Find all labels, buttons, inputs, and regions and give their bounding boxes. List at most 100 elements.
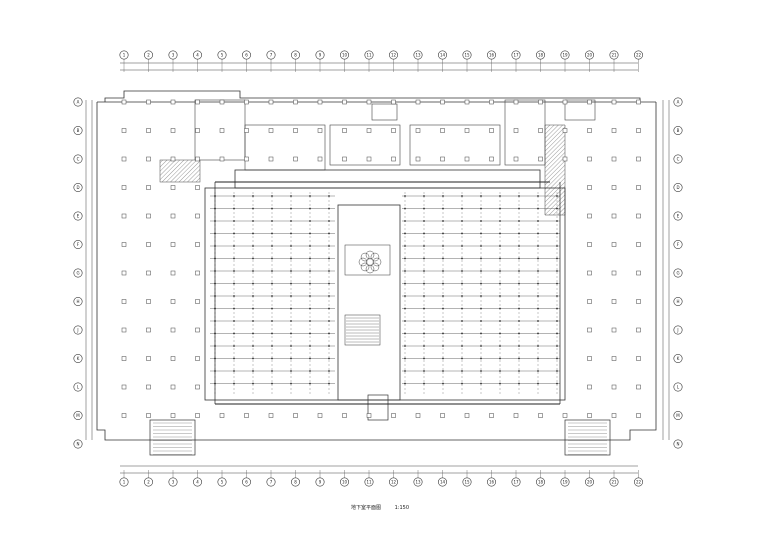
sprinkler-head — [442, 270, 444, 272]
structural-column — [489, 99, 494, 105]
column-axis-label: 6 — [245, 480, 248, 485]
structural-column — [195, 213, 200, 219]
sprinkler-head — [252, 257, 254, 260]
planter-petal — [370, 252, 380, 262]
row-axis-label: C — [77, 157, 80, 162]
sprinkler-head — [442, 245, 444, 247]
sprinkler-head — [518, 332, 520, 335]
column-axis-label: 12 — [391, 480, 397, 485]
column-axis-label: 7 — [270, 480, 273, 485]
column-axis-label: 2 — [147, 53, 150, 58]
structural-column — [636, 156, 641, 162]
drawing-title: 地下室平面图 — [350, 505, 381, 511]
sprinkler-head — [537, 382, 539, 385]
structural-column — [562, 156, 568, 162]
drawing-scale: 1:150 — [394, 505, 410, 511]
sprinkler-head — [556, 282, 558, 285]
row-axis-bubble — [73, 268, 83, 278]
sprinkler-head — [328, 282, 330, 285]
column-axis-label: 21 — [611, 53, 617, 58]
sprinkler-head — [480, 220, 482, 222]
sprinkler-head — [404, 295, 406, 297]
structural-column — [391, 413, 396, 418]
sprinkler-head — [328, 232, 330, 235]
structural-column — [538, 128, 543, 133]
sprinkler-head — [271, 295, 273, 297]
sprinkler-head — [518, 220, 520, 222]
sprinkler-head — [556, 307, 558, 310]
sprinkler-head — [461, 257, 463, 260]
sprinkler-head — [309, 307, 311, 310]
sprinkler-head — [309, 270, 311, 272]
sprinkler-head — [537, 257, 539, 260]
sprinkler-head — [290, 320, 292, 322]
structural-column — [464, 99, 470, 105]
sprinkler-head — [309, 257, 311, 260]
sprinkler-head — [480, 270, 482, 272]
sprinkler-head — [233, 195, 235, 197]
sprinkler-head — [309, 345, 311, 347]
sprinkler-head — [309, 382, 311, 385]
row-axis-bubble — [73, 353, 83, 363]
row-axis-bubble — [673, 126, 683, 136]
sprinkler-head — [556, 270, 558, 272]
sprinkler-head — [442, 195, 444, 197]
structural-column — [121, 99, 127, 105]
row-axis-label: H — [676, 299, 679, 304]
row-axis-bubble — [73, 325, 83, 335]
sprinkler-head — [537, 345, 539, 347]
sprinkler-head — [518, 195, 520, 197]
row-axis-bubble — [73, 97, 83, 107]
sprinkler-head — [556, 195, 558, 197]
row-axis-bubble — [673, 211, 683, 221]
structural-column — [317, 99, 323, 105]
sprinkler-head — [328, 370, 330, 372]
sprinkler-head — [271, 207, 273, 210]
column-axis-label: 13 — [415, 53, 421, 58]
sprinkler-head — [404, 207, 406, 210]
sprinkler-head — [518, 257, 520, 260]
structural-column — [489, 128, 494, 133]
sprinkler-head — [518, 370, 520, 372]
row-axis-bubble — [73, 183, 83, 193]
row-axis-bubble — [73, 439, 83, 449]
structural-column — [611, 413, 617, 418]
sprinkler-head — [271, 370, 273, 372]
structural-column — [170, 356, 176, 361]
structural-column — [562, 99, 568, 105]
structural-column — [146, 270, 151, 276]
sprinkler-head — [328, 357, 330, 360]
sprinkler-head — [404, 357, 406, 360]
structural-column — [244, 413, 249, 418]
structural-column — [611, 327, 617, 333]
row-axis-bubble — [73, 126, 83, 136]
structural-column — [464, 413, 470, 418]
structural-column — [170, 413, 176, 418]
sprinkler-head — [290, 207, 292, 210]
sprinkler-head — [518, 282, 520, 285]
sprinkler-head — [499, 332, 501, 335]
row-axis-label: H — [76, 299, 79, 304]
sprinkler-head — [290, 370, 292, 372]
structural-column — [562, 128, 568, 133]
sprinkler-head — [252, 332, 254, 335]
row-axis-bubble — [673, 154, 683, 164]
sprinkler-head — [271, 220, 273, 222]
structural-column — [219, 128, 225, 133]
structural-column — [636, 213, 641, 219]
structural-column — [146, 327, 151, 333]
structural-column — [611, 185, 617, 190]
row-axis-label: N — [677, 442, 680, 447]
sprinkler-head — [252, 357, 254, 360]
sprinkler-head — [271, 245, 273, 247]
planter-center — [366, 258, 374, 266]
sprinkler-head — [290, 245, 292, 247]
structural-column — [587, 242, 592, 247]
sprinkler-head — [252, 382, 254, 385]
sprinkler-head — [556, 357, 558, 360]
sprinkler-head — [461, 332, 463, 335]
column-axis-label: 5 — [221, 480, 224, 485]
sprinkler-head — [442, 295, 444, 297]
structural-column — [317, 156, 323, 162]
row-axis-label: G — [76, 271, 79, 276]
